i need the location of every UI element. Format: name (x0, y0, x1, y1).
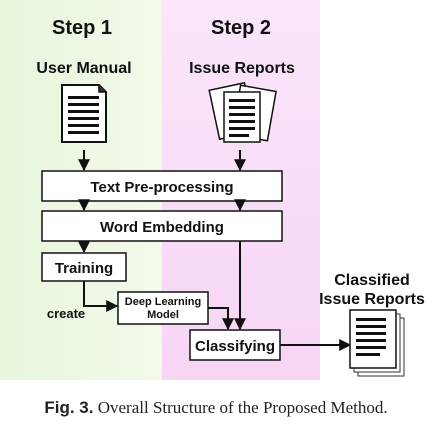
text-preprocessing-label: Text Pre-processing (90, 179, 233, 196)
text-preprocessing-box (41, 170, 283, 202)
issue-reports-label: Issue Reports (189, 60, 295, 77)
classifying-box (189, 329, 281, 361)
create-label: create (47, 306, 85, 321)
user-manual-document-icon (61, 84, 107, 143)
word-embedding-label: Word Embedding (100, 219, 224, 236)
classifying-label: Classifying (195, 338, 275, 355)
step1-heading: Step 1 (52, 17, 112, 39)
training-to-model-arrow (83, 281, 119, 312)
classified-label-line1: Classified (334, 272, 410, 289)
training-box (41, 252, 127, 282)
deep-learning-model-label-line2: Model (147, 309, 179, 321)
training-label: Training (55, 260, 113, 277)
model-to-classifying-arrow (208, 307, 234, 331)
issue-reports-documents-icon (208, 81, 277, 143)
figure-caption-label: Fig. 3. (44, 398, 94, 417)
figure-caption: Fig. 3. Overall Structure of the Propose… (0, 398, 432, 418)
deep-learning-model-label-line1: Deep Learning (125, 296, 201, 308)
word-embedding-box (41, 210, 283, 242)
classified-label-line2: Issue Reports (319, 291, 425, 308)
figure-caption-text: Overall Structure of the Proposed Method… (97, 398, 388, 417)
user-manual-label: User Manual (36, 60, 131, 77)
step2-heading: Step 2 (211, 17, 271, 39)
classified-documents-icon (349, 309, 405, 377)
